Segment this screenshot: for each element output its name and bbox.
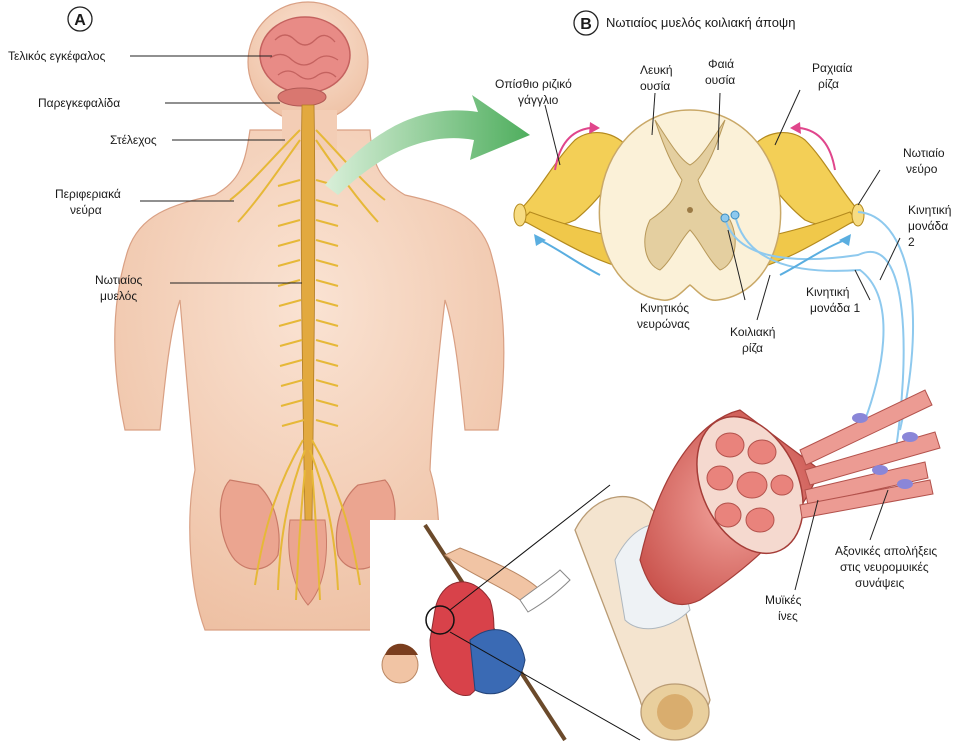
label-motor-unit2-1: Κινητική: [908, 203, 951, 217]
pink-arrow-right-head: [790, 122, 801, 134]
left-spinal-nerve-end: [514, 204, 526, 226]
label-gray-matter-1: Φαιά: [708, 57, 734, 71]
label-motor-unit2-2: μονάδα: [908, 219, 948, 233]
brain-cerebellum: [278, 88, 326, 106]
label-peripheral-nerves-2: νεύρα: [70, 203, 102, 217]
label-peripheral-nerves-1: Περιφεριακά: [55, 187, 121, 201]
label-white-matter-1: Λευκή: [640, 63, 673, 77]
label-terminals-2: στις νευρομυικές: [840, 560, 929, 574]
blue-arrow-right-head: [839, 234, 851, 246]
panel-a-letter: A: [74, 12, 86, 29]
label-muscle-fibers-1: Μυϊκές: [765, 593, 802, 607]
label-dorsal-ganglion-2: γάγγλιο: [518, 93, 559, 107]
spinal-cord-cross-section: B Νωτιαίος μυελός κοιλιακή άποψη: [495, 11, 951, 455]
label-brainstem: Στέλεχος: [110, 133, 157, 147]
label-dorsal-ganglion-1: Οπίσθιο ριζικό: [495, 77, 572, 91]
label-motor-neuron-2: νευρώνας: [637, 317, 690, 331]
label-telencephalon: Τελικός εγκέφαλος: [8, 49, 106, 63]
central-canal: [687, 207, 693, 213]
label-gray-matter-2: ουσία: [705, 73, 735, 87]
label-motor-neuron-1: Κινητικός: [640, 301, 689, 315]
label-motor-unit1-2: μονάδα 1: [810, 301, 860, 315]
label-dorsal-root-2: ρίζα: [818, 77, 839, 91]
brain-telencephalon: [260, 17, 350, 93]
right-spinal-nerve-end: [852, 204, 864, 226]
label-ventral-root-1: Κοιλιακή: [730, 325, 775, 339]
label-muscle-fibers-2: ίνες: [778, 609, 798, 623]
label-dorsal-root-1: Ραχιαία: [812, 61, 853, 75]
label-spinal-nerve-2: νεύρο: [906, 162, 938, 176]
label-spinal-cord-2: μυελός: [100, 289, 137, 303]
motor-neuron-cell-2: [721, 214, 729, 222]
blue-arrow-left-head: [534, 234, 546, 246]
label-spinal-cord-1: Νωτιαίος: [95, 273, 143, 287]
panel-b-title: Νωτιαίος μυελός κοιλιακή άποψη: [606, 15, 795, 30]
label-white-matter-2: ουσία: [640, 79, 670, 93]
label-motor-unit2-3: 2: [908, 235, 915, 249]
muscle-fibers: [800, 390, 940, 518]
bone-marrow-texture: [657, 694, 693, 730]
label-terminals-3: συνάψεις: [855, 576, 904, 590]
label-motor-unit1-1: Κινητική: [806, 285, 849, 299]
label-ventral-root-2: ρίζα: [742, 341, 763, 355]
label-spinal-nerve-1: Νωτιαίο: [903, 146, 945, 160]
muscle-and-athlete: Αξονικές απολήξεις στις νευρομυικές συνά…: [370, 390, 940, 750]
panel-b-letter: B: [580, 16, 592, 33]
motor-neuron-cell-1: [731, 211, 739, 219]
label-cerebellum: Παρεγκεφαλίδα: [38, 96, 120, 110]
label-terminals-1: Αξονικές απολήξεις: [835, 544, 937, 558]
